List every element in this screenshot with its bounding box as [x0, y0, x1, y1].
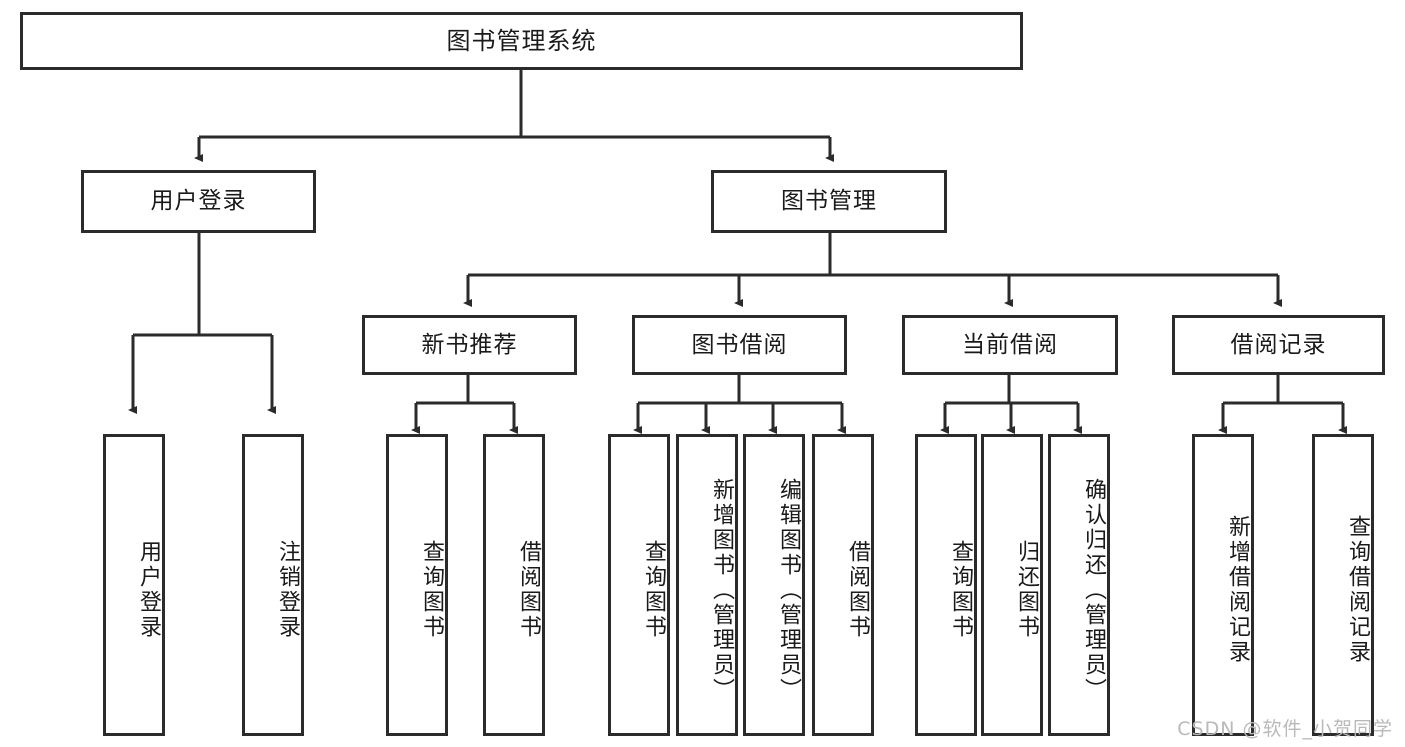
node-borrow-records[interactable]: 借阅记录 [1172, 315, 1385, 375]
leaf-query-books-recommend[interactable]: 查询图书 [386, 434, 448, 736]
leaf-user-login[interactable]: 用户登录 [103, 434, 165, 736]
node-root-system[interactable]: 图书管理系统 [20, 12, 1023, 70]
leaf-borrow-book[interactable]: 借阅图书 [812, 434, 874, 736]
leaf-logout[interactable]: 注销登录 [242, 434, 304, 736]
leaf-edit-book-admin[interactable]: 编辑图书（管理员） [743, 434, 805, 736]
leaf-query-books-current[interactable]: 查询图书 [915, 434, 977, 736]
leaf-add-book-admin[interactable]: 新增图书（管理员） [676, 434, 738, 736]
leaf-return-book[interactable]: 归还图书 [981, 434, 1043, 736]
node-new-book-recommend[interactable]: 新书推荐 [362, 315, 577, 375]
node-user-login[interactable]: 用户登录 [81, 170, 316, 233]
node-book-management[interactable]: 图书管理 [711, 170, 947, 233]
node-book-borrow[interactable]: 图书借阅 [632, 315, 847, 375]
leaf-borrow-books-recommend[interactable]: 借阅图书 [483, 434, 545, 736]
leaf-query-books-borrow[interactable]: 查询图书 [608, 434, 670, 736]
leaf-query-borrow-record[interactable]: 查询借阅记录 [1312, 434, 1374, 736]
leaf-add-borrow-record[interactable]: 新增借阅记录 [1192, 434, 1254, 736]
leaf-confirm-return-admin[interactable]: 确认归还（管理员） [1048, 434, 1110, 736]
node-current-borrow[interactable]: 当前借阅 [902, 315, 1118, 375]
csdn-watermark: CSDN @软件_小贺同学 [1177, 718, 1393, 740]
